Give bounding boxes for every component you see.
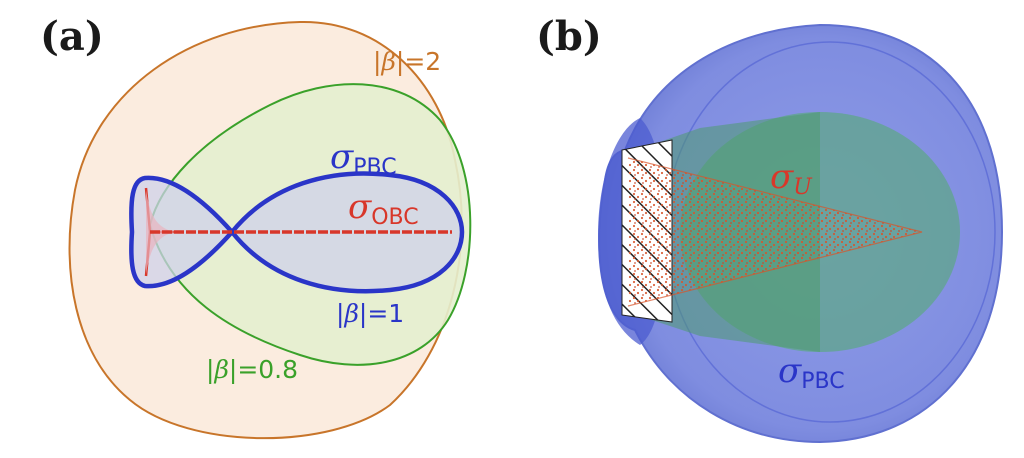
sigma-pbc-label-a: σPBC xyxy=(330,137,397,180)
panel-b-label: (b) xyxy=(536,13,602,60)
sigma-u-edge xyxy=(627,157,923,307)
sigma-u-label: σU xyxy=(770,157,813,200)
beta-0.8-label: |β|=0.8 xyxy=(206,355,298,384)
beta-1-label: |β|=1 xyxy=(336,299,404,328)
panel-b: (b) σU σPBC xyxy=(536,13,1004,444)
sigma-u-region xyxy=(628,158,922,306)
sigma-obc-label: σOBC xyxy=(348,187,419,230)
sigma-pbc-label-b: σPBC xyxy=(778,351,845,394)
obc-left-fill xyxy=(146,190,175,274)
panel-a: (a) |β|=2 σPBC σOBC |β|=1 |β|=0.8 xyxy=(40,13,472,440)
beta-2-label: |β|=2 xyxy=(373,47,441,76)
panel-a-label: (a) xyxy=(40,13,104,60)
